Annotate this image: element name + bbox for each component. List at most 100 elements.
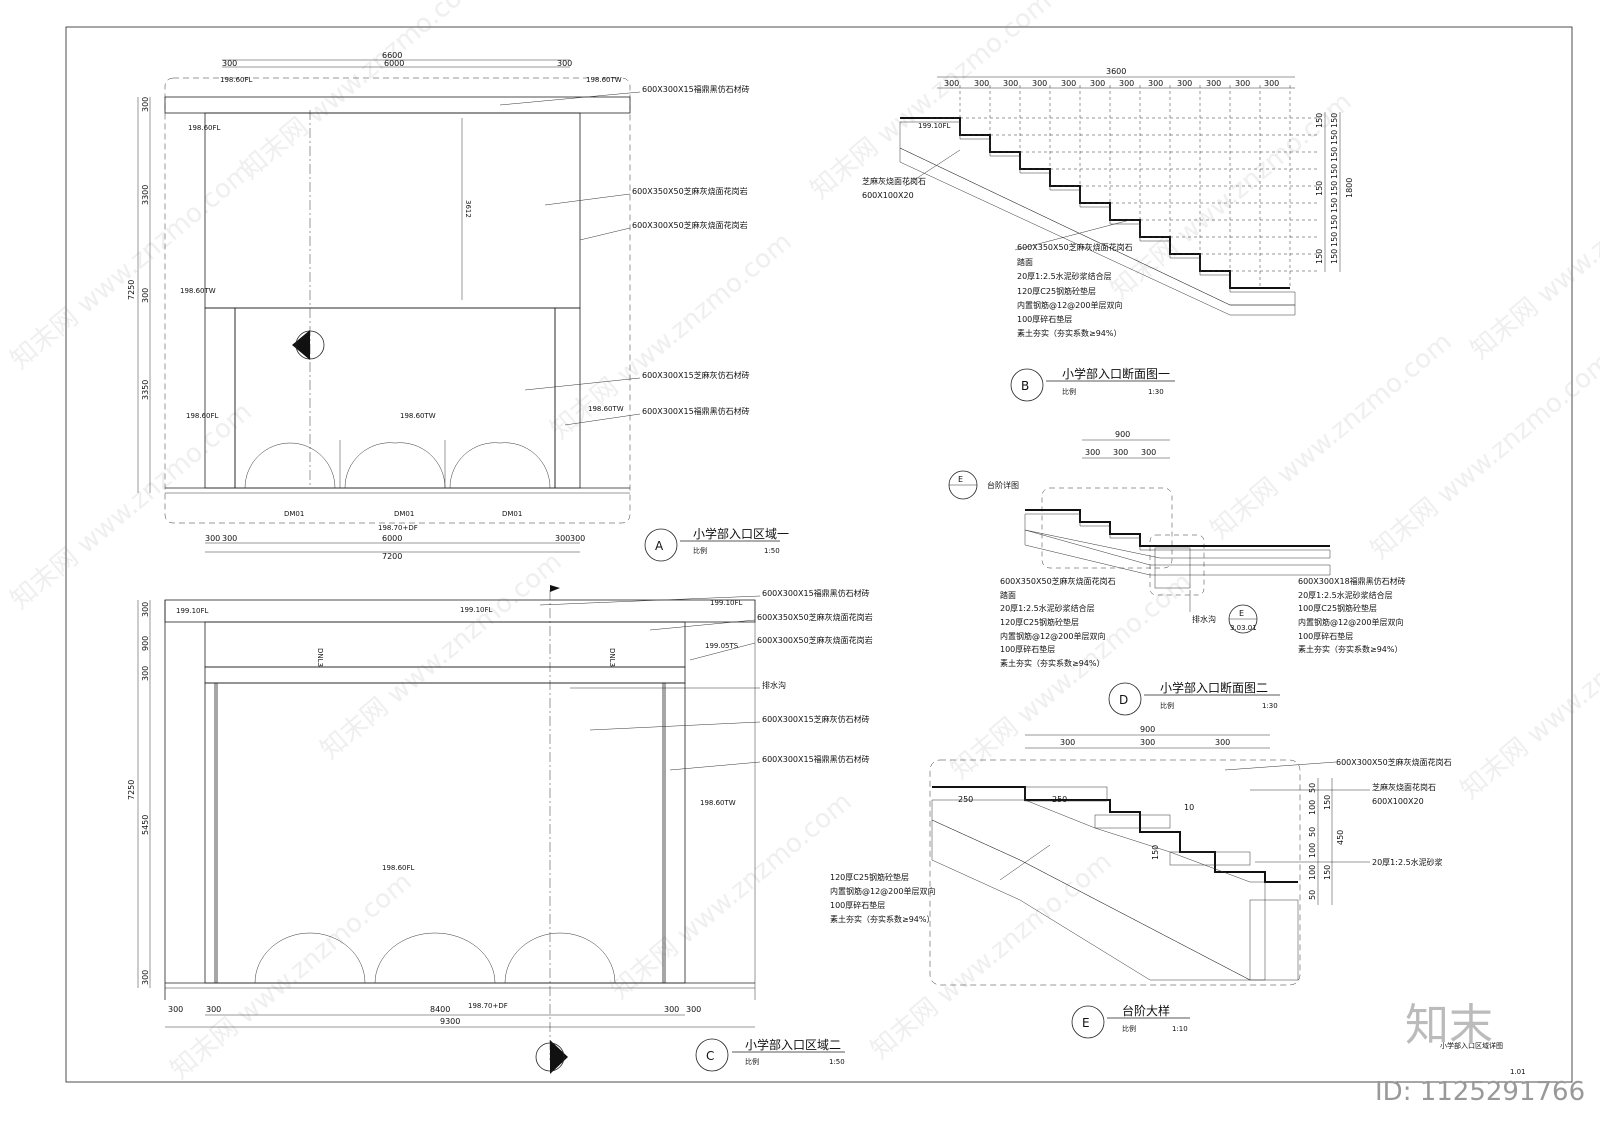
dim: 300 bbox=[222, 59, 237, 68]
dim: 6600 bbox=[382, 51, 402, 60]
dim: 300 bbox=[1085, 448, 1100, 457]
level-tag: 198.60FL bbox=[382, 864, 415, 872]
note: 600X100X20 bbox=[1372, 797, 1424, 806]
dim: 250 bbox=[958, 795, 973, 804]
level-tag: 199.05TS bbox=[705, 642, 739, 650]
level-tag: 198.60TW bbox=[700, 799, 736, 807]
scale-value: 1:50 bbox=[829, 1058, 845, 1066]
level-tag: 198.60FL bbox=[186, 412, 219, 420]
dim: 7250 bbox=[127, 780, 136, 800]
view-letter: C bbox=[706, 1049, 714, 1063]
watermark-text: 知末网 www.znzmo.com bbox=[5, 397, 257, 616]
layer: 120厚C25钢筋砼垫层 bbox=[1000, 617, 1079, 627]
level-tag: 198.60TW bbox=[400, 412, 436, 420]
dim: 300 bbox=[1148, 79, 1163, 88]
view-letter: E bbox=[1082, 1016, 1090, 1030]
layer: 内置钢筋@12@200单层双向 bbox=[1017, 300, 1122, 310]
annotation: 600X350X50芝麻灰烧面花岗岩 bbox=[757, 612, 873, 622]
view-letter: A bbox=[655, 539, 664, 553]
layer: 100厚碎石垫层 bbox=[1017, 314, 1072, 324]
watermark-text: 知末网 www.znzmo.com bbox=[235, 0, 487, 185]
dim: 300 bbox=[1206, 79, 1221, 88]
dim: 3350 bbox=[141, 380, 150, 400]
watermark-text: 知末网 www.znzmo.com bbox=[5, 157, 257, 376]
watermark-text: 知末网 www.znzmo.com bbox=[1465, 147, 1600, 366]
dim: 300 bbox=[944, 79, 959, 88]
dim: 150 bbox=[1323, 795, 1332, 810]
dim: 50 bbox=[1308, 783, 1317, 793]
layer: 100厚碎石垫层 bbox=[1298, 631, 1353, 641]
scale-label: 比例 bbox=[1122, 1024, 1136, 1033]
watermark-text: 知末网 www.znzmo.com bbox=[1455, 587, 1600, 806]
annotation: 600X300X15福鼎黑仿石材砖 bbox=[762, 754, 870, 764]
dim: 100 bbox=[1308, 800, 1317, 815]
scale-value: 1:10 bbox=[1172, 1025, 1188, 1033]
drain-label: 排水沟 bbox=[1192, 614, 1216, 624]
dim: 300 bbox=[664, 1005, 679, 1014]
view-title: 小学部入口区域二 bbox=[745, 1037, 841, 1052]
layer: 踏面 bbox=[1017, 257, 1033, 267]
scale-label: 比例 bbox=[1160, 701, 1174, 710]
layer: 内置钢筋@12@200单层双向 bbox=[1298, 617, 1403, 627]
sheet-border bbox=[65, 26, 1573, 1083]
level-tag: 199.10FL bbox=[176, 607, 209, 615]
dim: 300 bbox=[206, 1005, 221, 1014]
note: 芝麻灰烧面花岗石 bbox=[1372, 782, 1436, 792]
layer: 20厚1:2.5水泥砂浆结合层 bbox=[1298, 590, 1393, 600]
dim: 150 bbox=[1330, 198, 1339, 213]
dim: 450 bbox=[1336, 830, 1345, 845]
view-title: 台阶大样 bbox=[1122, 1003, 1170, 1018]
note: 120厚C25钢筋砼垫层 bbox=[830, 872, 909, 882]
dim: 150 bbox=[1330, 113, 1339, 128]
scale-label: 比例 bbox=[1062, 387, 1076, 396]
view-a-plan: 3612 198.60FL 198.60TW 198.60FL 198.60TW… bbox=[127, 51, 789, 562]
dim: 900 bbox=[141, 636, 150, 651]
dim: 300 bbox=[141, 970, 150, 985]
note: 20厚1:2.5水泥砂浆 bbox=[1372, 857, 1443, 867]
dim: 7250 bbox=[127, 280, 136, 300]
gate-label: DM01 bbox=[284, 510, 304, 518]
level-tag: 199.10FL bbox=[918, 122, 951, 130]
scale-value: 1:50 bbox=[764, 547, 780, 555]
callout-note: 台阶详图 bbox=[987, 480, 1019, 490]
layer: 素土夯实（夯实系数≥94%） bbox=[1000, 658, 1104, 668]
note: 100厚碎石垫层 bbox=[830, 900, 885, 910]
layer: 素土夯实（夯实系数≥94%） bbox=[1017, 328, 1121, 338]
dim: 300 bbox=[1003, 79, 1018, 88]
dim: 150 bbox=[1330, 130, 1339, 145]
level-tag: 198.70+DF bbox=[468, 1002, 508, 1010]
dim: 150 bbox=[1330, 232, 1339, 247]
dim: 300 bbox=[1090, 79, 1105, 88]
view-e-detail: 900 300 300 300 250 250 10 150 50 100 50… bbox=[830, 725, 1452, 1039]
drain-ref-sheet: 3.03.01 bbox=[1230, 624, 1257, 632]
dim: 150 bbox=[1315, 181, 1324, 196]
annotation: 600X300X15芝麻灰仿石材砖 bbox=[642, 370, 750, 380]
dim: 300 bbox=[1032, 79, 1047, 88]
dim: 150 bbox=[1330, 249, 1339, 264]
layer: 素土夯实（夯实系数≥94%） bbox=[1298, 644, 1402, 654]
note: 芝麻灰烧面花岗石 bbox=[862, 176, 926, 186]
dim: 3600 bbox=[1106, 67, 1126, 76]
dim: 150 bbox=[1151, 845, 1160, 860]
dim: 300 bbox=[1113, 448, 1128, 457]
dim: 300 bbox=[1264, 79, 1279, 88]
bottom-level: 198.70+DF bbox=[378, 524, 418, 532]
watermark-id: ID: 1125291766 bbox=[1375, 1077, 1585, 1107]
dim: 300 bbox=[1060, 738, 1075, 747]
dim: 50 bbox=[1308, 827, 1317, 837]
sheet-number: 1.01 bbox=[1510, 1068, 1526, 1076]
dim: 300 bbox=[1177, 79, 1192, 88]
dim: 900 bbox=[1115, 430, 1130, 439]
callout-letter: E bbox=[958, 475, 963, 484]
view-title: 小学部入口区域一 bbox=[693, 526, 789, 541]
dim: 3300 bbox=[141, 185, 150, 205]
watermark-text: 知末网 www.znzmo.com bbox=[165, 867, 417, 1086]
annotation: 600X300X15福鼎黑仿石材砖 bbox=[762, 588, 870, 598]
dim: 300 bbox=[1119, 79, 1134, 88]
dim: 150 bbox=[1315, 249, 1324, 264]
view-title: 小学部入口断面图一 bbox=[1062, 366, 1170, 381]
annotation: 600X300X15芝麻灰仿石材砖 bbox=[762, 714, 870, 724]
drawing-name: 小学部入口区域详图 bbox=[1440, 1041, 1503, 1050]
note: 600X100X20 bbox=[862, 191, 914, 200]
